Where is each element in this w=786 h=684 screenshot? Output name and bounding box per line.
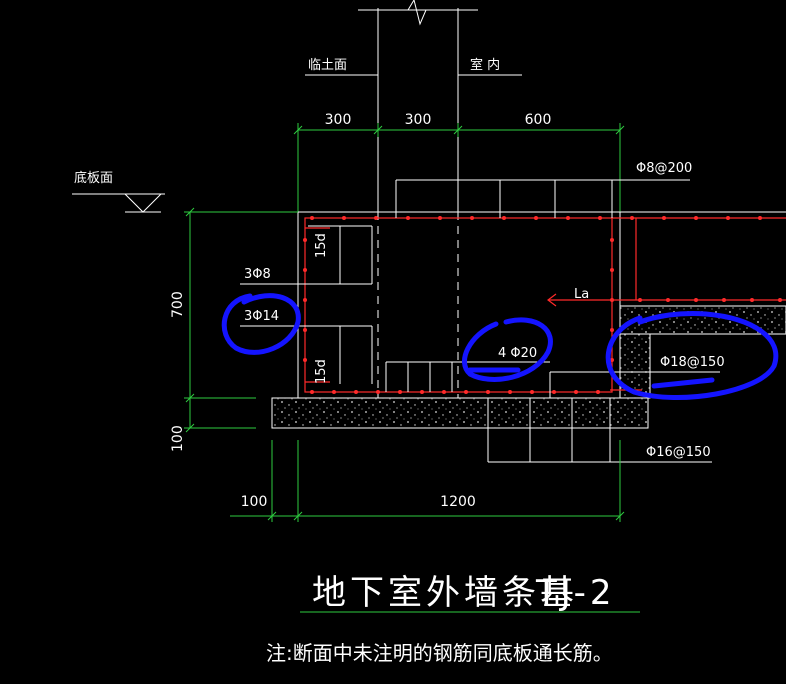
blue-annotations [221, 293, 779, 400]
rebar-dot [376, 390, 380, 394]
rebar-leaders [240, 179, 720, 463]
dim-100-horizontal: 100 [241, 494, 268, 510]
rebar-dot [758, 216, 762, 220]
rebar-dot [332, 390, 336, 394]
label-indoor: 室 内 [470, 57, 500, 73]
label-bar-4-20: 4 Φ20 [498, 346, 537, 361]
annotation-circle-3-14 [221, 293, 301, 355]
annotation-circle-4-20 [462, 317, 553, 382]
rebar-dot [442, 390, 446, 394]
rebar-dot [566, 216, 570, 220]
rebar-dot [596, 390, 600, 394]
label-bar-8-200: Φ8@200 [636, 161, 692, 176]
rebar-dot [406, 216, 410, 220]
wall-above [358, 0, 478, 212]
rebar-dot [303, 238, 307, 242]
label-15d-bottom: 15d [314, 359, 329, 384]
rebar-dots [303, 216, 782, 394]
rebar-dot [486, 390, 490, 394]
rebar-dot [610, 268, 614, 272]
rebar-dot [666, 298, 670, 302]
rebar-dot [530, 390, 534, 394]
dim-700: 700 [170, 291, 186, 318]
rebar-cage [304, 217, 786, 393]
rebar-dot [420, 390, 424, 394]
foundation-outline [297, 211, 786, 399]
label-la: La [574, 287, 589, 302]
label-soil-side: 临土面 [308, 58, 347, 73]
rebar-dot [534, 216, 538, 220]
rebar-dot [750, 298, 754, 302]
label-slab-top: 底板面 [74, 170, 113, 186]
drawing-note: 注:断面中未注明的钢筋同底板通长筋。 [266, 641, 613, 665]
rebar-dot [630, 216, 634, 220]
rebar-dot [574, 390, 578, 394]
rebar-dot [303, 358, 307, 362]
dim-300-b: 300 [405, 112, 432, 128]
left-dimensions: 700 100 [170, 207, 298, 452]
rebar-dot [610, 238, 614, 242]
rebar-dot [310, 216, 314, 220]
top-dimensions: 300 300 600 [293, 112, 625, 212]
rebar-dot [694, 216, 698, 220]
rebar-dot [722, 298, 726, 302]
label-15d-top: 15d [314, 233, 329, 258]
drawing-title: 地下室外墙条基 [312, 573, 578, 613]
label-bar-18-150: Φ18@150 [660, 355, 725, 370]
rebar-dot [610, 328, 614, 332]
rebar-dot [662, 216, 666, 220]
dim-100-vertical: 100 [170, 425, 186, 452]
rebar-dot [726, 216, 730, 220]
rebar-dot [398, 390, 402, 394]
rebar-dot [464, 390, 468, 394]
rebar-dot [354, 390, 358, 394]
rebar-dot [303, 298, 307, 302]
drawing-code: TJ-2 [535, 573, 615, 613]
slab-top-level-marker: 底板面 [72, 170, 165, 213]
bottom-dimensions: 100 1200 [230, 440, 625, 522]
rebar-dot [303, 268, 307, 272]
side-labels: 临土面 室 内 [305, 57, 522, 76]
label-bar-3-14: 3Φ14 [244, 309, 279, 324]
rebar-dot [502, 216, 506, 220]
dim-300-a: 300 [325, 112, 352, 128]
rebar-dot [438, 216, 442, 220]
label-bar-3-8: 3Φ8 [244, 267, 271, 282]
rebar-dot [303, 328, 307, 332]
annotation-circle-18-150 [605, 311, 779, 400]
dim-600: 600 [525, 112, 552, 128]
rebar-dot [374, 216, 378, 220]
rebar-dot [610, 358, 614, 362]
rebar-dot [552, 390, 556, 394]
rebar-dot [694, 298, 698, 302]
rebar-dot [310, 390, 314, 394]
rebar-dot [508, 390, 512, 394]
rebar-dot [598, 216, 602, 220]
rebar-dot [638, 298, 642, 302]
rebar-dot [778, 298, 782, 302]
dim-1200: 1200 [440, 494, 476, 510]
rebar-dot [342, 216, 346, 220]
label-bar-16-150: Φ16@150 [646, 445, 711, 460]
cushion-layer [271, 397, 649, 429]
rebar-dot [470, 216, 474, 220]
